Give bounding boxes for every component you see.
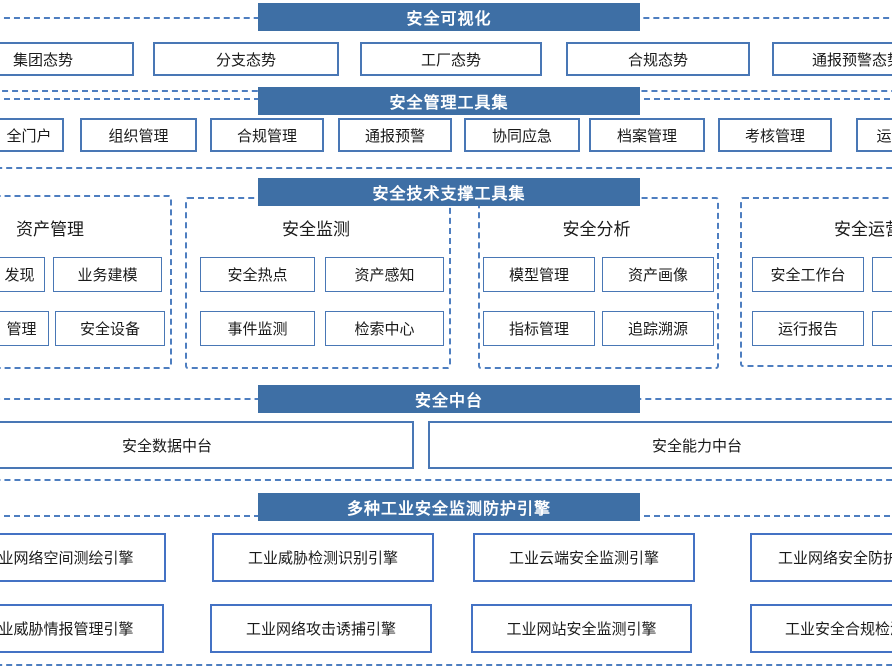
section-header-middle-platform: 安全中台 xyxy=(258,385,640,413)
box-alert-situation: 通报预警态势 xyxy=(772,42,892,76)
box-asset-admin: 管理 xyxy=(0,311,49,346)
box-engine-cloud-monitoring: 工业云端安全监测引擎 xyxy=(473,533,695,582)
section-header-visualization: 安全可视化 xyxy=(258,3,640,31)
box-engine-threat-detection: 工业威胁检测识别引擎 xyxy=(212,533,434,582)
box-asset-portrait: 资产画像 xyxy=(602,257,714,292)
box-operation-report: 运行报告 xyxy=(752,311,864,346)
box-archive-management: 档案管理 xyxy=(589,118,705,152)
box-operation-clipped-1 xyxy=(872,257,892,292)
box-engine-website-monitoring: 工业网站安全监测引擎 xyxy=(471,604,692,653)
panel-title-asset-management: 资产管理 xyxy=(16,219,84,239)
section-header-management: 安全管理工具集 xyxy=(258,87,640,115)
box-alert-notification: 通报预警 xyxy=(338,118,452,152)
box-portal: 全门户 xyxy=(0,118,64,152)
box-security-devices: 安全设备 xyxy=(55,311,165,346)
box-compliance-situation: 合规态势 xyxy=(566,42,750,76)
box-compliance-management: 合规管理 xyxy=(210,118,324,152)
box-engine-threat-intel: 业威胁情报管理引擎 xyxy=(0,604,164,653)
section-header-tech-support: 安全技术支撑工具集 xyxy=(258,178,640,206)
box-engine-attack-decoy: 工业网络攻击诱捕引擎 xyxy=(210,604,432,653)
security-operation-panel-frame xyxy=(740,197,892,367)
box-security-workbench: 安全工作台 xyxy=(752,257,864,292)
box-security-capability-platform: 安全能力中台 xyxy=(428,421,892,469)
box-indicator-management: 指标管理 xyxy=(483,311,595,346)
box-operation-clipped-2 xyxy=(872,311,892,346)
box-asset-perception: 资产感知 xyxy=(325,257,444,292)
box-search-center: 检索中心 xyxy=(325,311,444,346)
box-event-monitoring: 事件监测 xyxy=(200,311,315,346)
box-engine-compliance-check: 工业安全合规检测 xyxy=(750,604,892,653)
box-security-data-platform: 安全数据中台 xyxy=(0,421,414,469)
box-business-modeling: 业务建模 xyxy=(53,257,162,292)
box-engine-network-protection: 工业网络安全防护 xyxy=(750,533,892,582)
box-org-management: 组织管理 xyxy=(80,118,197,152)
box-branch-situation: 分支态势 xyxy=(153,42,339,76)
panel-title-security-monitoring: 安全监测 xyxy=(282,219,350,239)
box-group-situation: 集团态势 xyxy=(0,42,134,76)
box-asset-discovery: 发现 xyxy=(0,257,45,292)
box-factory-situation: 工厂态势 xyxy=(360,42,542,76)
section-header-engines: 多种工业安全监测防护引擎 xyxy=(258,493,640,521)
box-model-management: 模型管理 xyxy=(483,257,595,292)
box-ops-management: 运 xyxy=(856,118,892,152)
panel-title-security-operation: 安全运营 xyxy=(834,219,892,239)
panel-title-security-analysis: 安全分析 xyxy=(562,219,631,239)
asset-management-panel-frame xyxy=(0,195,172,369)
box-assessment-management: 考核管理 xyxy=(718,118,832,152)
box-security-hotspot: 安全热点 xyxy=(200,257,315,292)
box-engine-cyberspace-mapping: 业网络空间测绘引擎 xyxy=(0,533,166,582)
box-joint-response: 协同应急 xyxy=(464,118,580,152)
box-trace-source: 追踪溯源 xyxy=(602,311,714,346)
